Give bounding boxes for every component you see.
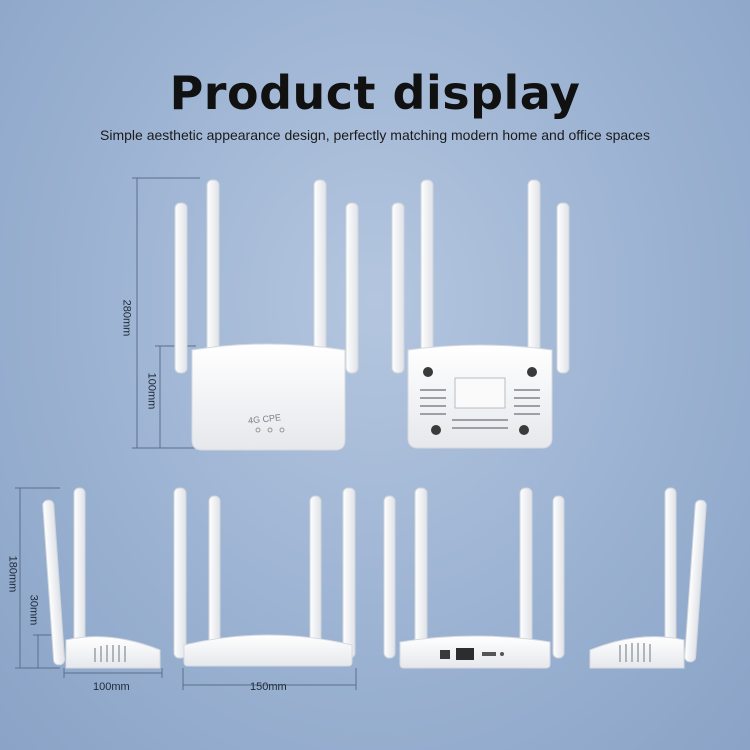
rear-ports-view-router: [383, 487, 565, 669]
dimension-width: 150mm: [250, 681, 287, 693]
side-view-router-right: [589, 487, 707, 669]
dimension-total-height: 280mm: [120, 299, 133, 337]
front-view-router: [132, 177, 359, 451]
dimension-side-total-height: 180mm: [6, 555, 19, 593]
back-view-router: [391, 179, 570, 449]
front-low-view-router: [173, 487, 357, 690]
dimension-side-body-height: 30mm: [27, 594, 40, 626]
dimension-body-height: 100mm: [145, 372, 158, 410]
dimension-lines-side: [15, 487, 163, 678]
page-subtitle: Simple aesthetic appearance design, perf…: [100, 127, 650, 143]
dimension-depth: 100mm: [93, 681, 130, 693]
page-title: Product display: [169, 66, 581, 120]
dimension-lines-front: [132, 177, 200, 449]
side-view-router-left: [15, 487, 163, 678]
